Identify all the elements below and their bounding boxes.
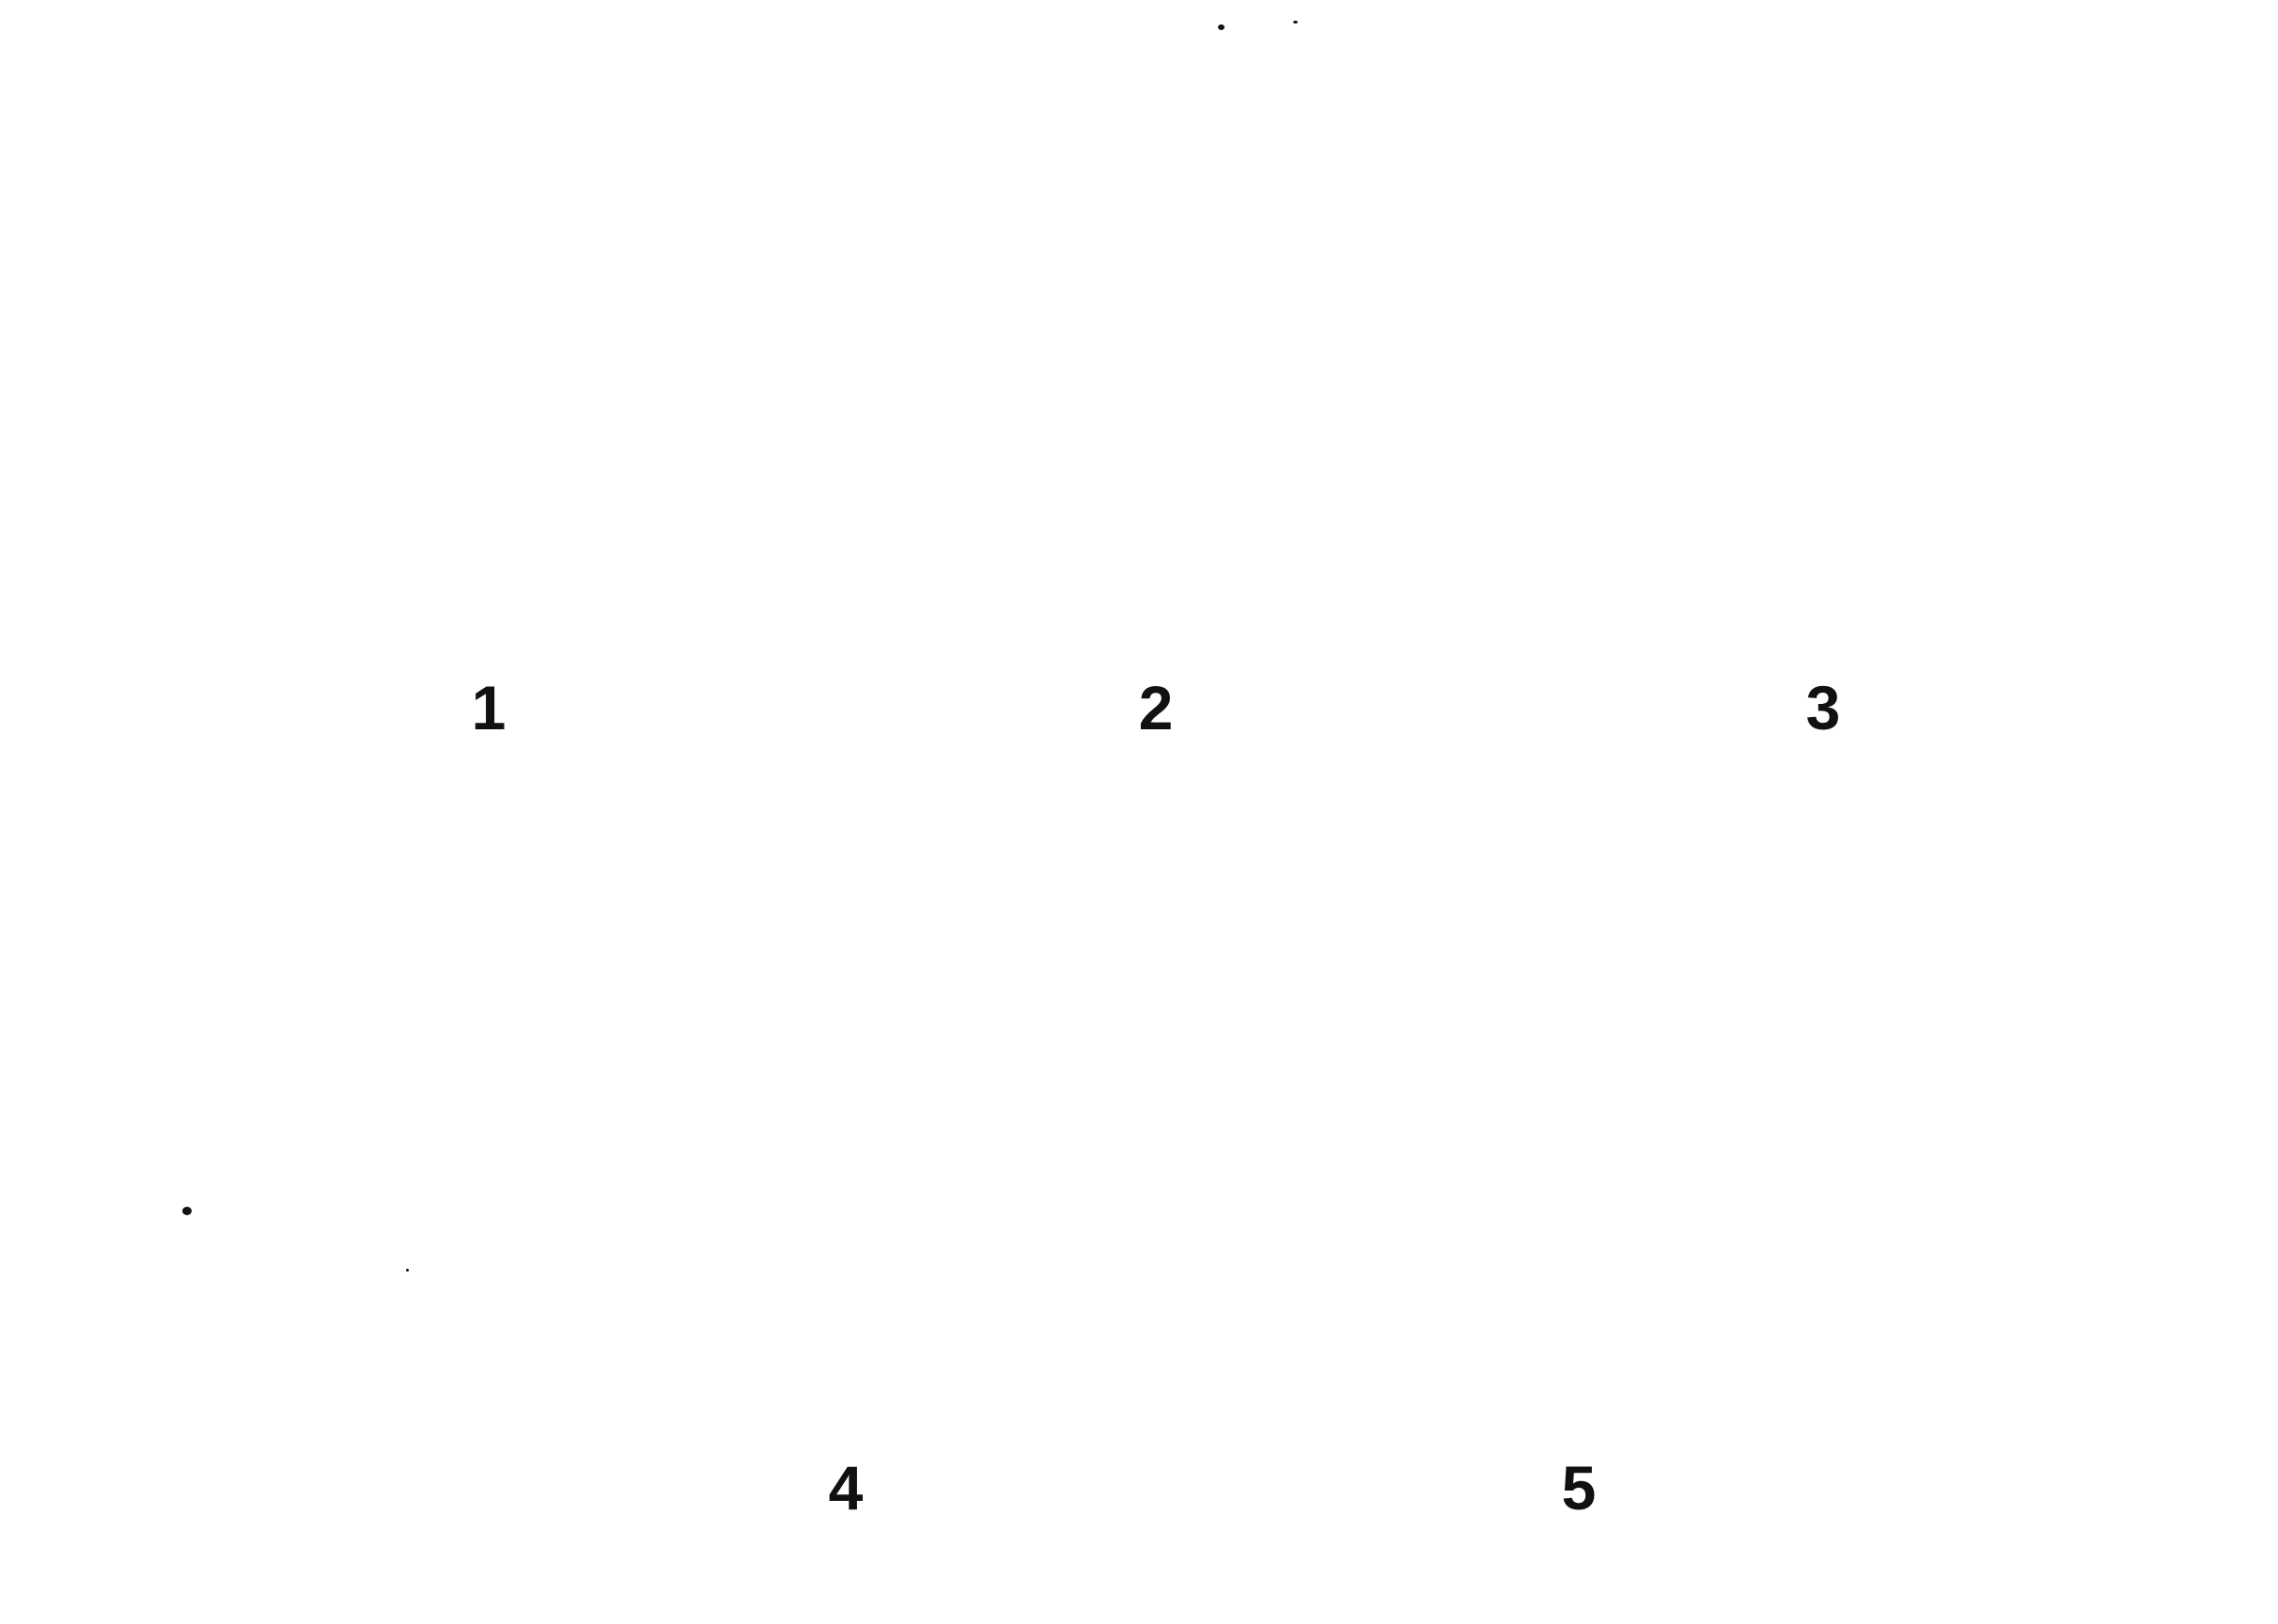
figure-number-5: 5 — [1561, 1453, 1597, 1522]
scan-speck — [182, 1207, 192, 1215]
figure-number-4: 4 — [828, 1453, 864, 1522]
scan-speck — [1293, 21, 1298, 23]
figure-panel-4: 4 — [489, 855, 1203, 1607]
figure-number-2: 2 — [1138, 673, 1174, 742]
scan-speck — [1218, 24, 1225, 30]
figure-panel-3: 3 — [1466, 56, 2180, 808]
figure-number-1: 1 — [471, 673, 507, 742]
figure-panel-1: 1 — [132, 56, 846, 808]
figure-panel-2: 2 — [799, 56, 1513, 808]
figure-panel-5: 5 — [1222, 855, 1936, 1607]
scan-speck — [406, 1269, 409, 1272]
figure-number-3: 3 — [1805, 673, 1841, 742]
